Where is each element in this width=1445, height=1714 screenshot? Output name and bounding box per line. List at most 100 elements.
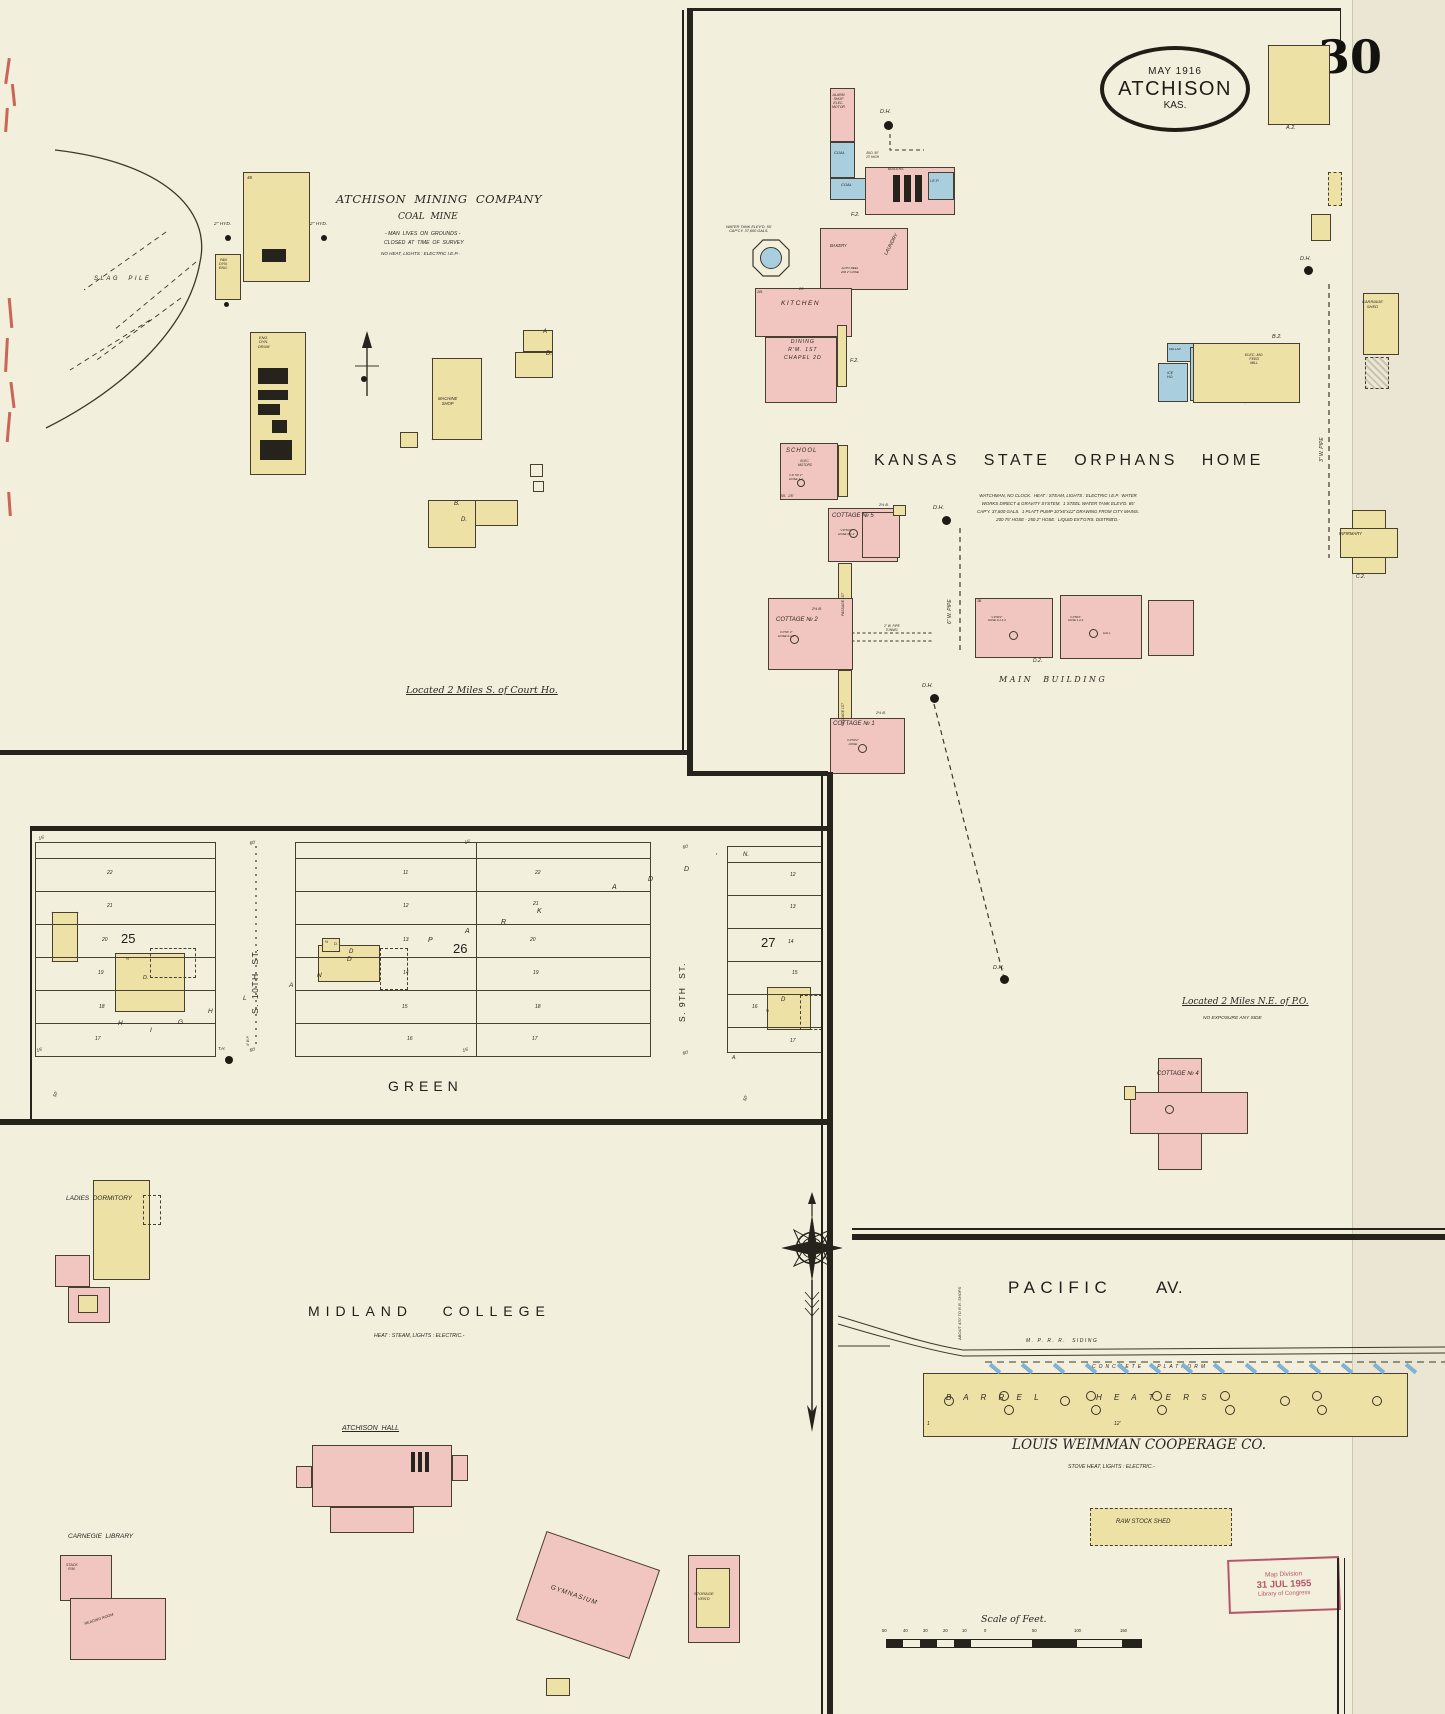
hall-window-1: [411, 1452, 415, 1472]
small-shed-south: [546, 1678, 570, 1696]
barrel-ring: [1220, 1391, 1230, 1401]
infirmary-label: INFIRMARY: [1339, 531, 1362, 536]
binding-mark: [10, 83, 17, 107]
small-bldg-a: [523, 330, 553, 352]
stamp-line3: Library of Congress: [1258, 1590, 1311, 1599]
cottage5-label: COTTAGE № 5: [832, 513, 874, 519]
boilers-label: BOILERS: [888, 167, 904, 171]
machine-shop: [432, 358, 482, 440]
lot-line: [35, 1023, 215, 1024]
half-mark: ½: [126, 957, 129, 961]
atchison-hall-porch: [296, 1466, 312, 1488]
binding-mark: [4, 337, 9, 373]
panel-divider: [687, 10, 693, 752]
lot: 12: [403, 903, 409, 909]
panel-divider-thin: [682, 10, 684, 752]
ladies-dormitory: [93, 1180, 150, 1280]
lot: 21: [107, 903, 113, 909]
lot: 19: [98, 970, 104, 976]
bakery-laundry-wing: [820, 228, 908, 290]
compass-needle: [804, 1192, 820, 1432]
compass-rose: [781, 1215, 843, 1281]
cottage-1: [830, 718, 905, 774]
infirmary-horizontal: [1340, 528, 1398, 558]
main-building-west: [975, 598, 1053, 658]
dh-dot: [999, 974, 1009, 984]
st-10th-label: S. 10TH ST.: [250, 947, 260, 1014]
grid-top-border: [30, 826, 828, 831]
sheet-city: ATCHISON: [1118, 78, 1232, 100]
bldg-d-label-1: D.: [546, 351, 552, 357]
ice-house: [1158, 363, 1188, 402]
dh-label-5: D.H.: [993, 965, 1004, 971]
scale-num: 100: [1074, 1628, 1081, 1633]
add-letter: D: [648, 876, 654, 883]
coal-house-1: [830, 142, 855, 178]
bldg-a-label: A: [543, 329, 548, 335]
barrel-ring: [1152, 1391, 1162, 1401]
scale-seg-1: [886, 1640, 903, 1647]
shed-ne-1: [1328, 172, 1342, 206]
kitchen-2b: 2B.: [757, 289, 764, 294]
slag-pile-label: SLAG PILE: [94, 276, 152, 282]
meas: 60': [682, 1049, 689, 1056]
meas: 15': [462, 1046, 469, 1053]
carriage-shed: [1363, 293, 1399, 355]
park-letter: A: [465, 928, 470, 935]
boiler-bar-3: [915, 175, 922, 202]
scale-seg-3: [954, 1640, 971, 1647]
coop-1-mark: 1: [927, 1421, 930, 1427]
coop-12-mark: 12': [1114, 1421, 1121, 1427]
notch-horizontal: [687, 771, 828, 776]
hall-window-2: [418, 1452, 422, 1472]
scale-num: 20: [943, 1628, 948, 1633]
coal-label-1: COAL: [834, 150, 845, 155]
park-letter: P: [428, 937, 433, 944]
lot-line: [295, 990, 650, 991]
pipe-diagonal: [933, 703, 1005, 979]
kitchen: [755, 288, 852, 337]
scale-topline: [886, 1639, 1142, 1640]
cottage1-hose: V.P.50'2" HOSE: [847, 738, 859, 746]
block27-dwelling-porch: [800, 995, 822, 1030]
scale-num: 40: [903, 1628, 908, 1633]
lot-line: [727, 1027, 822, 1028]
block26-dwelling-wing: [322, 938, 340, 952]
dining-label: DINING R'M. 1ST CHAPEL 2D: [784, 339, 822, 361]
barrel-ring: [1157, 1405, 1167, 1415]
mining-bottom-border: [0, 750, 687, 755]
lot: 18: [535, 1004, 541, 1010]
dh-dot: [883, 120, 893, 130]
dormitory-porch: [143, 1195, 161, 1225]
av-label: AV.: [1156, 1278, 1184, 1297]
hall-window-3: [425, 1452, 429, 1472]
add-letter: D: [684, 866, 690, 873]
lot: 13: [790, 904, 796, 910]
dwelling-letter: D.: [143, 975, 149, 981]
pacific-north: [852, 1234, 1445, 1240]
dwelling-letter: D: [349, 949, 354, 955]
add-apostrophe: ,: [716, 849, 718, 856]
school-veranda: [838, 445, 848, 497]
lot: 22: [535, 870, 541, 876]
heaters-label: H E A T E R S: [1096, 1393, 1212, 1402]
lot: 18: [99, 1004, 105, 1010]
mine-int-2: [258, 368, 288, 384]
main-hose-2: V.P.50'2" HOSE 1-2-3: [1068, 615, 1084, 623]
lot: 15: [792, 970, 798, 976]
lot: 14: [788, 939, 794, 945]
sheet-date: MAY 1916: [1148, 66, 1202, 77]
lot-line: [295, 924, 650, 925]
lot-line: [727, 846, 822, 847]
lot: 14: [403, 970, 409, 976]
a-mark-27: A.: [732, 1055, 737, 1061]
lot: 17: [95, 1036, 101, 1042]
edge-line-2: [1344, 1558, 1345, 1714]
mining-note-2: CLOSED AT TIME OF SURVEY: [384, 240, 464, 246]
sheet-state: KAS.: [1163, 100, 1187, 111]
main-building-east: [1148, 600, 1194, 656]
hose-ring: [849, 529, 858, 538]
dh-dot: [1303, 265, 1313, 275]
scale-num: 10: [962, 1628, 967, 1633]
mine-int-3: [258, 390, 288, 400]
